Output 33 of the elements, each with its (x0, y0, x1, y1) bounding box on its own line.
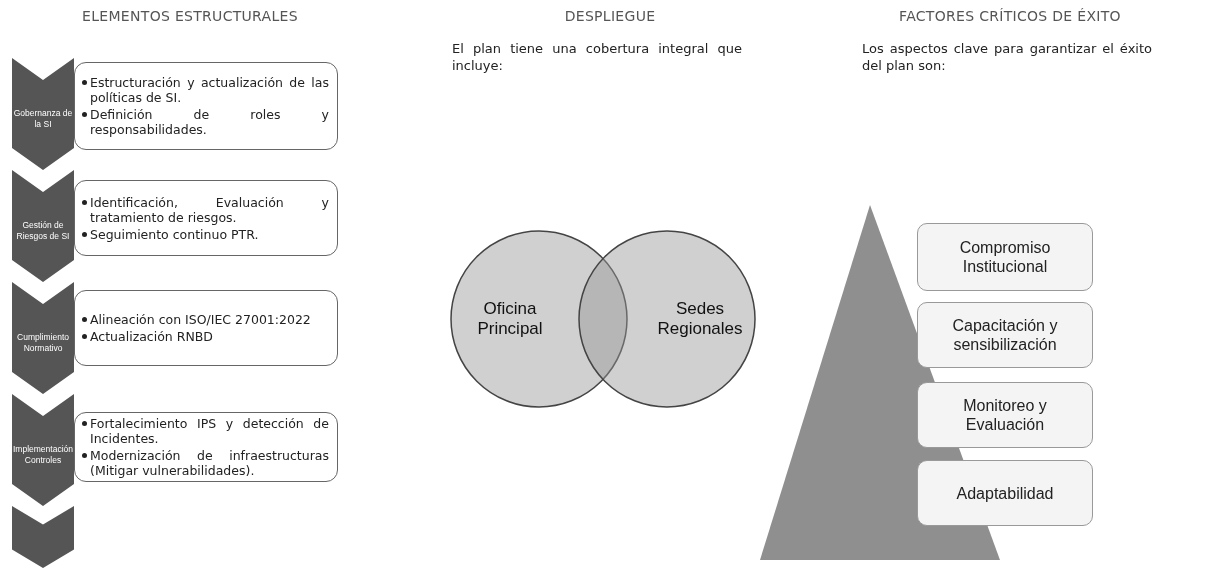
bullet-text: Modernización de infraestructuras (Mitigar vulnerabilidades). (90, 448, 329, 478)
chevron-label: Gestión de Riesgos de SI (15, 220, 71, 242)
bullet-text: Identificación, Evaluación y tratamiento de riesgos. (90, 194, 329, 225)
chevron-label: Implementación Controles (12, 444, 74, 466)
column-heading: DESPLIEGUE (563, 8, 657, 24)
pyramid-level-box: Adaptabilidad (917, 460, 1093, 526)
bullet-text: Estructuración y actualización de las políticas de SI. (90, 75, 329, 105)
text-card (74, 62, 338, 150)
column-heading: FACTORES CRÍTICOS DE ÉXITO (898, 8, 1122, 24)
bullet-text: Definición de roles y responsabilidades. (90, 107, 329, 137)
chevron-banner (12, 282, 74, 394)
circle-label: Sedes Regionales (656, 299, 744, 339)
bullet-text: Seguimiento continuo PTR. (90, 226, 260, 242)
chevron-banner (12, 394, 74, 506)
pyramid-level-box: Compromiso Institucional (917, 223, 1093, 291)
circle-label: Oficina Principal (476, 299, 544, 339)
text-card (74, 180, 338, 256)
venn-circle (578, 230, 756, 408)
text-card (74, 412, 338, 482)
chevron-label: Gobernanza de la SI (12, 108, 74, 130)
bullet-text: Actualización RNBD (90, 329, 214, 344)
chevron-banner (12, 506, 74, 568)
pyramid-level-box: Capacitación y sensibilización (917, 302, 1093, 368)
intro-text: Los aspectos clave para garantizar el éxito del plan son: (862, 40, 1152, 74)
chevron-banner (12, 170, 74, 282)
chevron-banner (12, 58, 74, 170)
chevron-label: Cumplimiento Normativo (16, 332, 70, 354)
intro-text: El plan tiene una cobertura integral que incluye: (452, 40, 742, 74)
text-card (74, 290, 338, 366)
column-heading: ELEMENTOS ESTRUCTURALES (81, 8, 299, 24)
bullet-text: Alineación con ISO/IEC 27001:2022 (90, 312, 312, 327)
bullet-text: Fortalecimiento IPS y detección de Incidentes. (90, 416, 329, 446)
pyramid-level-box: Monitoreo y Evaluación (917, 382, 1093, 448)
